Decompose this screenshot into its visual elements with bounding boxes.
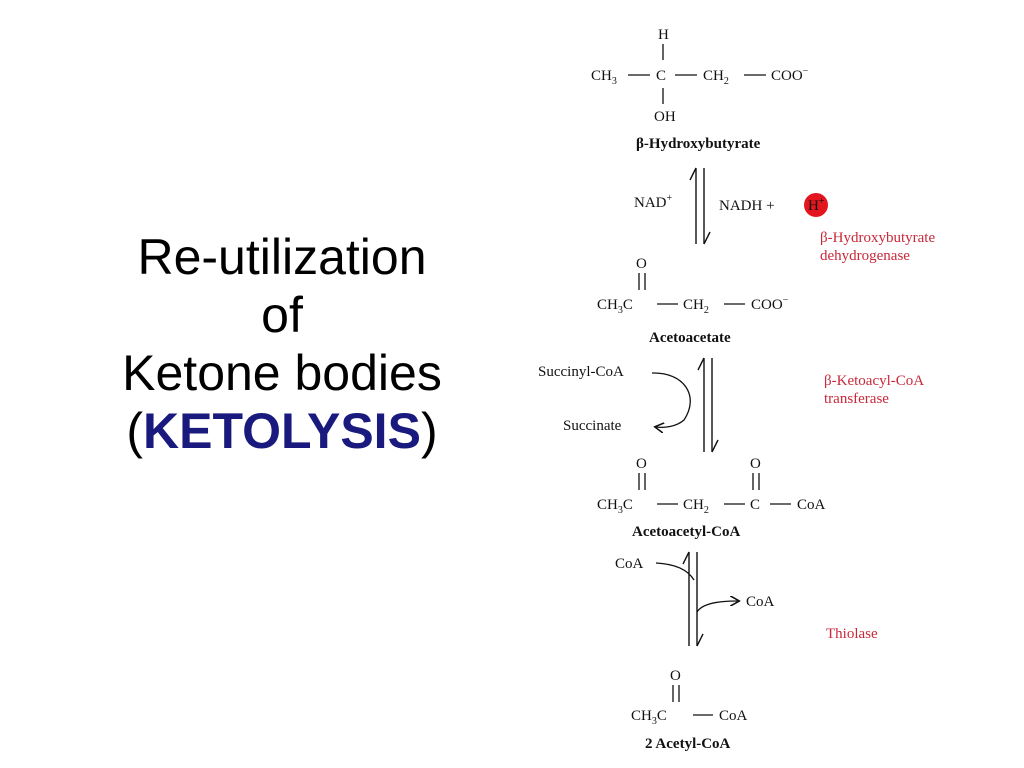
coa-in-label: CoA: [615, 556, 644, 572]
title-line-3: Ketone bodies: [122, 345, 442, 401]
succinate-label: Succinate: [563, 418, 622, 434]
title-line-2: of: [261, 287, 303, 343]
carbonyl-o-2: O: [750, 456, 761, 472]
coo-group: COO−: [751, 295, 789, 313]
carbonyl-o-1: O: [636, 456, 647, 472]
coa-out-label: CoA: [746, 594, 775, 610]
coa-out-curve: [696, 601, 738, 613]
ch2-group: CH2: [683, 497, 709, 516]
coa-transfer-curve: [651, 372, 691, 427]
nad-label: NAD+: [634, 193, 673, 211]
hydroxybutyrate-structure: H CH3 C CH2 COO− OH β-Hydroxybutyrate: [591, 27, 809, 152]
acetoacetyl-coa-label: Acetoacetyl-CoA: [632, 524, 740, 540]
carbonyl-o: O: [636, 256, 647, 272]
title-line-4: (KETOLYSIS): [72, 402, 492, 460]
coa-group: CoA: [797, 497, 826, 513]
carbonyl-o: O: [670, 668, 681, 684]
succinyl-coa-label: Succinyl-CoA: [538, 364, 624, 380]
step1-equilibrium-arrows: [689, 167, 711, 245]
ch3c-group: CH3C: [597, 297, 633, 316]
acetoacetyl-coa-structure: O O CH3C CH2 C CoA Acetoacetyl-CoA: [597, 456, 826, 540]
ch3-group: CH3: [591, 68, 617, 87]
step2-equilibrium-arrows: [651, 357, 719, 453]
dehydrogenase-label-line1: β-Hydroxybutyrate: [820, 230, 935, 246]
acetoacetate-label: Acetoacetate: [649, 330, 731, 346]
coa-group: CoA: [719, 708, 748, 724]
open-paren: (: [126, 403, 144, 459]
ch2-group: CH2: [683, 297, 709, 316]
oh-group: OH: [654, 109, 676, 125]
h-atom: H: [658, 27, 669, 43]
thiolase-label: Thiolase: [826, 626, 878, 642]
step3-equilibrium-arrows: [655, 551, 738, 647]
slide-title: Re-utilization of Ketone bodies (KETOLYS…: [72, 228, 492, 460]
c-atom: C: [656, 68, 666, 84]
transferase-label-line2: transferase: [824, 391, 889, 407]
ch3c-group: CH3C: [631, 708, 667, 727]
acetyl-coa-structure: O CH3C CoA 2 Acetyl-CoA: [631, 668, 748, 752]
acetyl-coa-label: 2 Acetyl-CoA: [645, 736, 731, 752]
ch2-group: CH2: [703, 68, 729, 87]
ketolysis-keyword: KETOLYSIS: [143, 403, 421, 459]
coo-group: COO−: [771, 66, 809, 84]
title-line-1: Re-utilization: [137, 229, 427, 285]
coa-in-curve: [655, 562, 695, 581]
hydroxybutyrate-label: β-Hydroxybutyrate: [636, 136, 761, 152]
dehydrogenase-label-line2: dehydrogenase: [820, 248, 910, 264]
acetoacetate-structure: O CH3C CH2 COO− Acetoacetate: [597, 256, 789, 346]
c-atom: C: [750, 497, 760, 513]
ch3c-group: CH3C: [597, 497, 633, 516]
h-plus-highlight-circle: [804, 193, 828, 217]
nadh-label: NADH +: [719, 198, 775, 214]
h-plus-label: H+: [808, 196, 825, 214]
close-paren: ): [420, 403, 438, 459]
transferase-label-line1: β-Ketoacyl-CoA: [824, 373, 924, 389]
